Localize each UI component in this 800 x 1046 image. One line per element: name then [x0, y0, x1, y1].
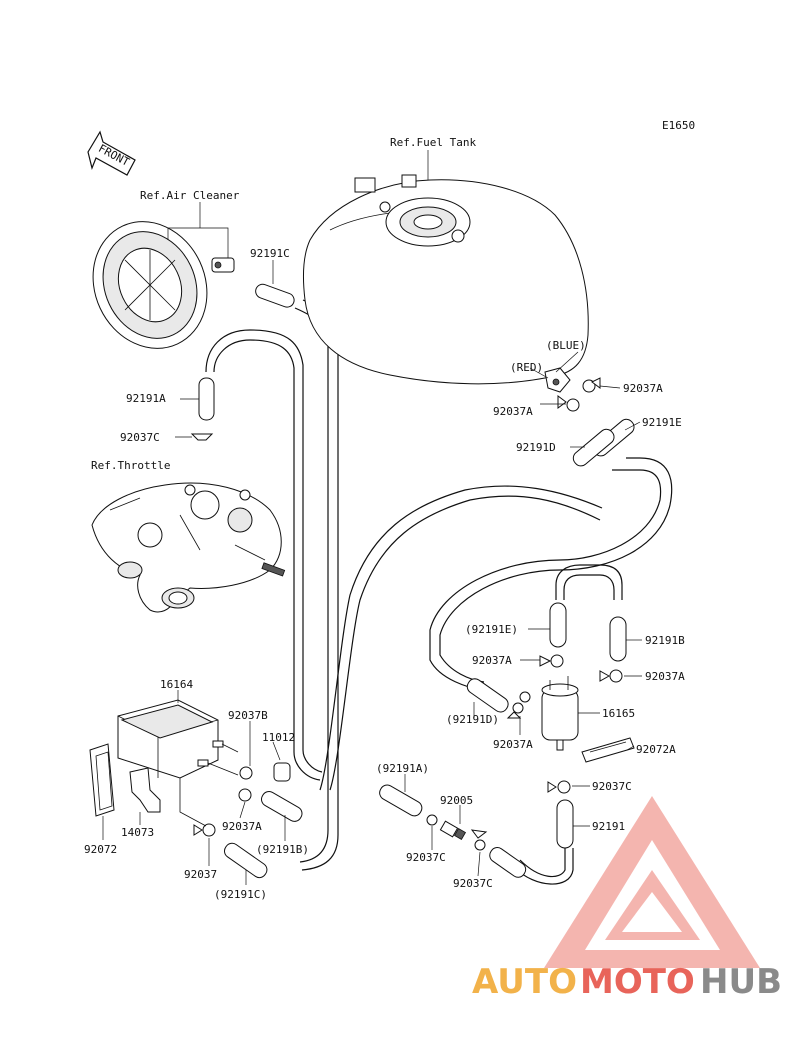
ref-air-cleaner-label: Ref.Air Cleaner	[140, 189, 240, 202]
label-11012: 11012	[262, 731, 295, 744]
hose-clamps	[190, 377, 623, 851]
label-92072: 92072	[84, 843, 117, 856]
fuel-filter	[541, 676, 579, 751]
canister-bracket-14073	[129, 767, 161, 813]
label-92191e-paren: (92191E)	[465, 623, 518, 636]
ref-throttle-label: Ref.Throttle	[91, 459, 170, 472]
label-92037a-mid-right: 92037A	[645, 670, 685, 683]
label-16165: 16165	[602, 707, 635, 720]
label-92037c-mid: 92037C	[406, 851, 446, 864]
strap-92072	[89, 743, 115, 817]
watermark-hub: HUB	[700, 962, 782, 1002]
watermark-text: AUTO MOTO HUB	[472, 962, 782, 1002]
label-92037: 92037	[184, 868, 217, 881]
hose-segments	[198, 283, 635, 879]
label-92037a-mid-left: 92037A	[472, 654, 512, 667]
red-hose-label: (RED)	[510, 361, 543, 374]
label-92191b: 92191B	[645, 634, 685, 647]
label-92005: 92005	[440, 794, 473, 807]
label-16164: 16164	[160, 678, 193, 691]
label-92037a-canister: 92037A	[222, 820, 262, 833]
label-92191b-paren: (92191B)	[256, 843, 309, 856]
watermark-logo-triangle	[544, 796, 760, 968]
label-92037c-right: 92037C	[592, 780, 632, 793]
label-92191a: 92191A	[126, 392, 166, 405]
label-92191: 92191	[592, 820, 625, 833]
fuel-tank	[302, 174, 589, 393]
air-cleaner	[92, 221, 235, 349]
label-92191c-top: 92191C	[250, 247, 290, 260]
label-14073: 14073	[121, 826, 154, 839]
throttle-body	[91, 482, 286, 613]
bracket-92072a	[581, 737, 635, 763]
watermark-auto: AUTO	[472, 962, 577, 1002]
blue-hose-label: (BLUE)	[546, 339, 586, 352]
ref-fuel-tank-label: Ref.Fuel Tank	[390, 136, 476, 149]
watermark-moto: MOTO	[580, 962, 695, 1002]
label-92191a-paren: (92191A)	[376, 762, 429, 775]
label-92191d: 92191D	[516, 441, 556, 454]
label-92037a-tank-right: 92037A	[623, 382, 663, 395]
label-92191e: 92191E	[642, 416, 682, 429]
front-arrow: FRONT	[87, 130, 136, 176]
leader-lines	[102, 260, 642, 885]
diagram-code: E1650	[662, 119, 695, 132]
label-92072a: 92072A	[636, 743, 676, 756]
evaporative-canister	[117, 699, 239, 827]
label-92037c-low: 92037C	[453, 877, 493, 890]
label-92191d-paren: (92191D)	[446, 713, 499, 726]
fitting-92005	[439, 820, 467, 841]
part-labels: 92191C 92191A 92037C 92037A 92037A 92191…	[84, 247, 685, 901]
label-92037b: 92037B	[228, 709, 268, 722]
label-92037c-left: 92037C	[120, 431, 160, 444]
label-92191c-paren: (92191C)	[214, 888, 267, 901]
label-92037a-lower: 92037A	[493, 738, 533, 751]
label-92037a-tank-left: 92037A	[493, 405, 533, 418]
